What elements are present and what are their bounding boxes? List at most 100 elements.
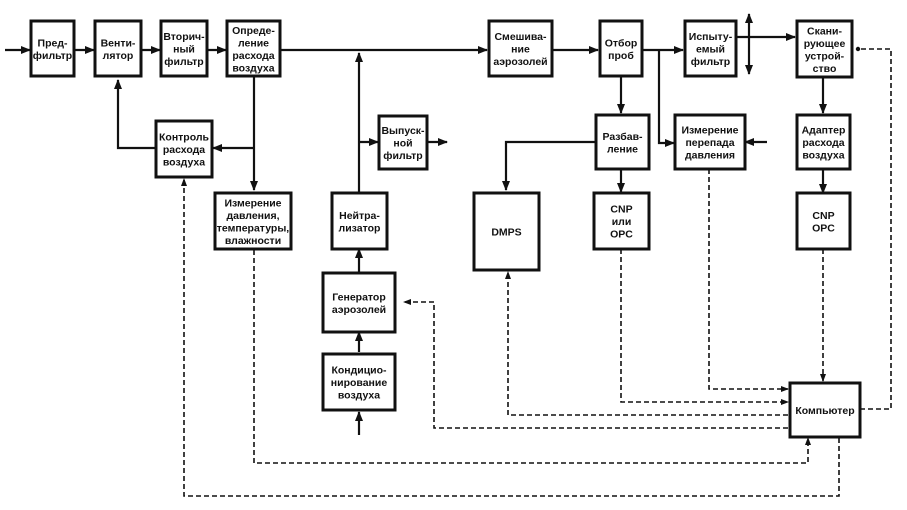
block-label-line: давления, — [226, 210, 279, 222]
block-label-line: воздуха — [232, 62, 274, 74]
block-dmps: DMPS — [472, 191, 541, 272]
block-label-line: Компьютер — [795, 405, 854, 417]
block-frame — [487, 19, 554, 78]
block-label-line: ление — [607, 143, 638, 155]
block-label-line: ние — [511, 44, 530, 56]
block-frame — [592, 191, 651, 251]
block-frame — [472, 191, 541, 272]
block-fan: Венти-лятор — [93, 19, 143, 78]
block-computer: Компьютер — [788, 381, 862, 439]
block-frame — [673, 113, 747, 171]
ptrh-to-computer-signal — [253, 250, 811, 464]
block-label-line: лизатор — [339, 222, 381, 234]
block-frame — [330, 191, 389, 251]
block-label-line: Контроль — [159, 132, 210, 144]
block-label-line: аэрозолей — [332, 304, 386, 316]
block-label-line: Генератор — [332, 291, 386, 303]
block-dilution: Разбав-ление — [594, 113, 651, 171]
block-label-line: проб — [608, 50, 634, 62]
computer-to-generator-signal — [403, 299, 788, 429]
block-label-line: лятор — [103, 50, 134, 62]
block-label-line: Пред- — [38, 37, 68, 49]
block-frame — [598, 19, 644, 78]
block-label-line: давления — [685, 150, 735, 162]
block-frame — [154, 119, 214, 179]
block-label-line: ный — [173, 44, 195, 56]
block-label-line: Венти- — [101, 37, 136, 49]
block-label-line: ление — [238, 37, 269, 49]
block-label-line: ной — [393, 138, 412, 150]
block-label-line: аэрозолей — [493, 56, 547, 68]
block-label-line: ство — [813, 63, 837, 75]
block-label-line: Измерение — [224, 197, 281, 209]
block-frame — [795, 113, 852, 171]
dp-measurement-to-computer-signal — [708, 169, 789, 392]
block-label-line: фильтр — [164, 56, 203, 68]
block-label-line: Скани- — [807, 25, 842, 37]
block-frame — [795, 19, 854, 79]
block-frame — [93, 19, 143, 78]
block-label-line: влажности — [225, 235, 281, 247]
block-label-line: фильтр — [691, 56, 730, 68]
block-label-line: DMPS — [491, 227, 521, 239]
computer-to-dmps-signal — [505, 271, 788, 416]
block-label-line: перепада — [685, 137, 734, 149]
block-label-line: Адаптер — [802, 125, 846, 137]
block-frame — [795, 191, 852, 251]
block-label-line: Опреде- — [232, 25, 275, 37]
computer-to-flow-control-signal — [181, 178, 840, 497]
block-frame — [159, 19, 209, 78]
block-label-line: Отбор — [605, 37, 638, 49]
block-label-line: Нейтра- — [339, 210, 380, 222]
block-frame — [225, 19, 282, 78]
block-label-line: Смешива- — [494, 31, 547, 43]
block-label-line: Разбав- — [602, 131, 643, 143]
block-label-line: OPC — [812, 222, 835, 234]
block-label-line: Выпуск- — [381, 125, 425, 137]
block-neutralizer: Нейтра-лизатор — [330, 191, 389, 251]
block-label-line: фильтр — [33, 50, 72, 62]
block-label-line: или — [612, 216, 632, 228]
computer-to-scanner-signal — [855, 46, 892, 410]
block-frame — [683, 19, 738, 78]
block-frame — [213, 191, 293, 251]
block-label-line: воздуха — [802, 150, 844, 162]
block-label-line: Измерение — [681, 125, 738, 137]
sampling-to-dp-measurement-arrow — [657, 50, 675, 147]
block-label-line: CNP — [610, 204, 632, 216]
block-label-line: емый — [696, 44, 725, 56]
block-label-line: Кондицио- — [331, 365, 387, 377]
block-frame — [29, 19, 76, 78]
block-label-line: рующее — [804, 38, 846, 50]
block-label-line: расхода — [802, 137, 844, 149]
block-frame — [594, 113, 651, 171]
block-label-line: воздуха — [163, 157, 205, 169]
block-label-line: Вторич- — [163, 31, 205, 43]
block-label-line: нирование — [331, 377, 388, 389]
dilution-to-dmps-arrow — [502, 140, 596, 191]
block-label-line: OPC — [610, 229, 633, 241]
block-frame — [788, 381, 862, 439]
block-label-line: расхода — [163, 144, 205, 156]
block-frame — [321, 271, 397, 334]
block-frame — [321, 352, 397, 412]
flow-control-to-fan-arrow — [114, 79, 158, 150]
block-prefilter: Пред-фильтр — [29, 19, 76, 78]
block-label-line: воздуха — [338, 390, 380, 402]
block-label-line: расхода — [232, 50, 274, 62]
block-label-line: температуры, — [217, 222, 290, 234]
